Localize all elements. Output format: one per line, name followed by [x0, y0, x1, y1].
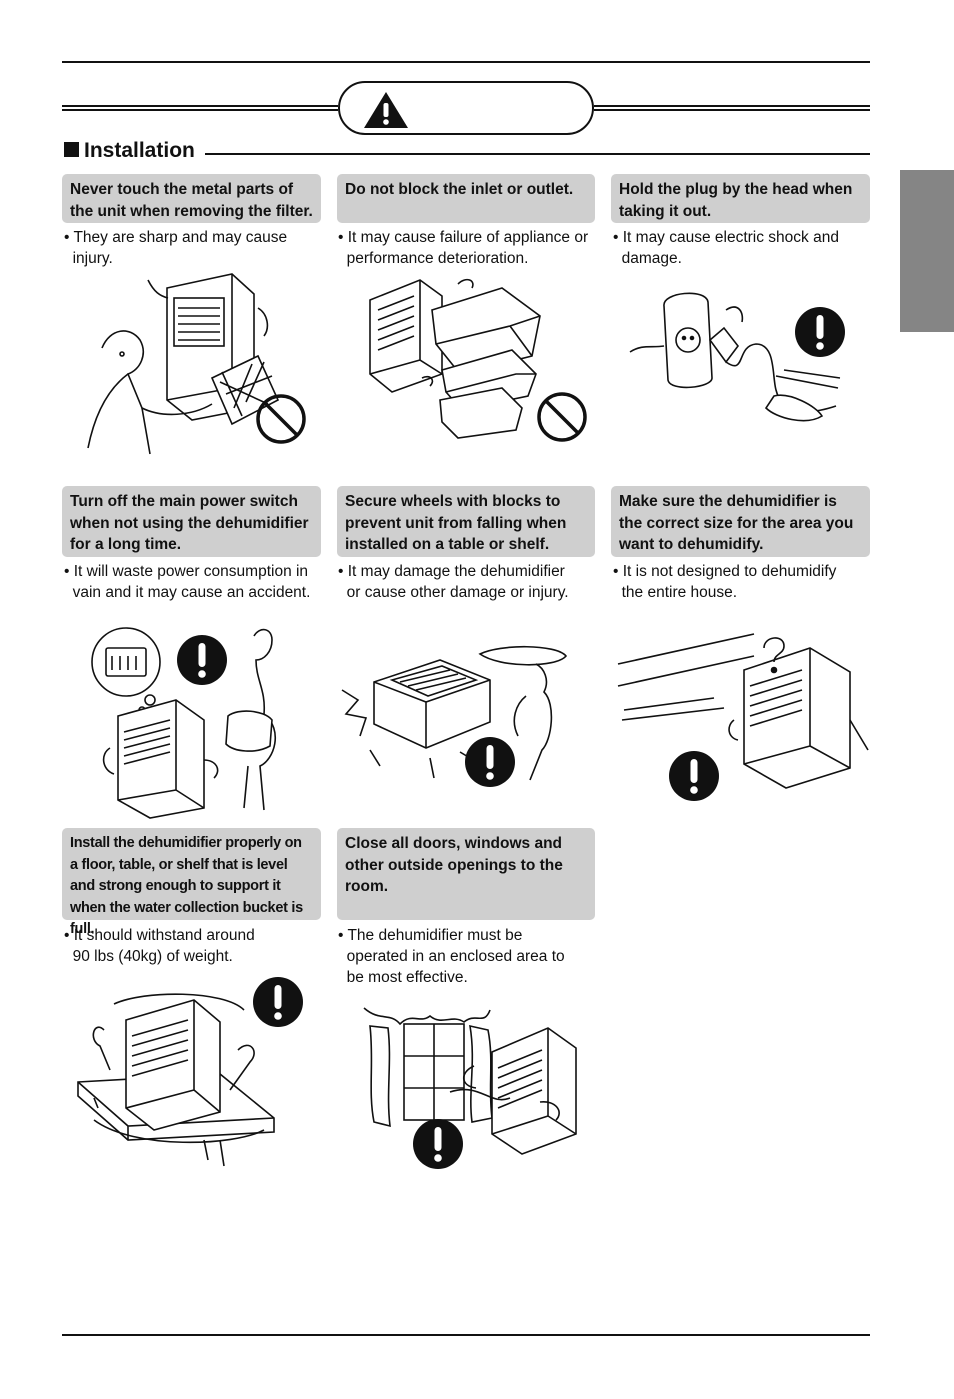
item-2-header: Do not block the inlet or outlet.: [337, 174, 595, 223]
exclamation-icon: [177, 635, 227, 685]
item-6-illustration: [617, 633, 869, 789]
prohibition-icon: [537, 392, 587, 442]
item-7-illustration: [77, 993, 275, 1167]
exclamation-icon: [413, 1119, 463, 1169]
item-1-note: • They are sharp and may cause injury.: [64, 229, 288, 267]
item-5-illustration: [341, 645, 568, 781]
side-tab: [900, 170, 954, 332]
double-rule-left: [62, 105, 338, 111]
section-title: Installation: [64, 138, 195, 164]
double-rule-right: [594, 105, 870, 111]
item-3-note: • It may cause electric shock and damage…: [613, 229, 839, 267]
square-bullet-icon: [64, 142, 79, 157]
warning-triangle-icon: [364, 92, 408, 128]
item-8-header: Close all doors, windows and other outsi…: [337, 828, 595, 920]
item-2-note: • It may cause failure of appliance or p…: [338, 229, 589, 267]
item-5-note: • It may damage the dehumidifier or caus…: [338, 563, 569, 601]
item-5-header: Secure wheels with blocks to prevent uni…: [337, 486, 595, 557]
item-4-note: • It will waste power consumption in vai…: [64, 563, 311, 601]
item-3-header: Hold the plug by the head when taking it…: [611, 174, 870, 223]
item-3-illustration: [629, 292, 841, 422]
item-8-note: • The dehumidifier must be operated in a…: [338, 927, 565, 986]
warning-banner: [338, 81, 594, 135]
exclamation-icon: [465, 737, 515, 787]
bottom-rule: [62, 1334, 870, 1336]
section-underline: [205, 153, 870, 155]
item-6-note: • It is not designed to dehumidify the e…: [613, 563, 837, 601]
item-6-header: Make sure the dehumidifier is the correc…: [611, 486, 870, 557]
exclamation-icon: [669, 751, 719, 801]
item-7-header: Install the dehumidifier properly on a f…: [62, 828, 321, 937]
item-4-header: Turn off the main power switch when not …: [62, 486, 321, 557]
item-8-illustration: [363, 1007, 577, 1155]
item-7-note: • It should withstand around 90 lbs (40k…: [64, 927, 255, 965]
item-4-illustration: [91, 627, 276, 819]
prohibition-icon: [256, 394, 306, 444]
item-2-illustration: [369, 278, 541, 439]
item-1-header: Never touch the metal parts of the unit …: [62, 174, 321, 223]
top-rule: [62, 61, 870, 63]
exclamation-icon: [253, 977, 303, 1027]
exclamation-icon: [795, 307, 845, 357]
